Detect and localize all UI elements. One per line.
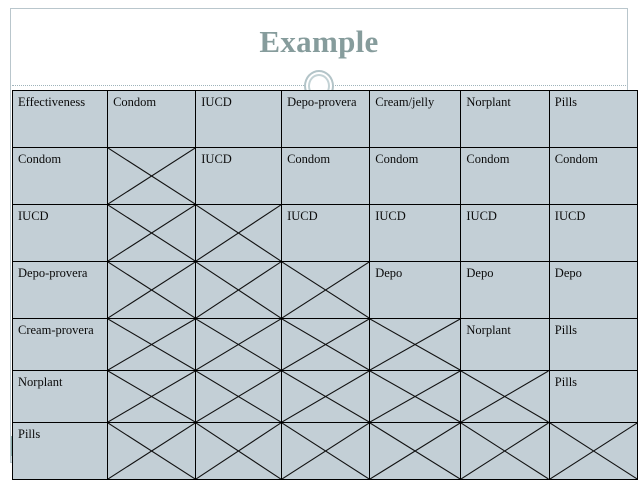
cross-out-icon	[461, 423, 548, 479]
cross-out-icon	[108, 371, 195, 422]
matrix-cell-crossed	[107, 370, 197, 423]
matrix-cell: Depo	[548, 261, 638, 319]
cross-out-icon	[461, 371, 548, 422]
matrix-cell: IUCD	[460, 204, 550, 262]
cross-out-icon	[108, 148, 195, 204]
matrix-cell: IUCD	[369, 204, 462, 262]
row-header-cell: Effectiveness	[11, 90, 109, 148]
matrix-cell-crossed	[107, 318, 197, 371]
cross-out-icon	[196, 262, 281, 318]
column-header-cell: Pills	[548, 90, 638, 148]
matrix-cell-crossed	[460, 422, 550, 480]
matrix-cell-crossed	[548, 422, 638, 480]
matrix-cell: IUCD	[195, 147, 283, 205]
cross-out-icon	[282, 371, 369, 422]
matrix-cell-crossed	[107, 422, 197, 480]
cross-out-icon	[196, 423, 281, 479]
cross-out-icon	[108, 262, 195, 318]
row-header-cell: IUCD	[11, 204, 109, 262]
matrix-cell-crossed	[195, 422, 283, 480]
row-header-cell: Depo-provera	[11, 261, 109, 319]
matrix-cell-crossed	[281, 261, 371, 319]
slide-frame-top	[10, 8, 628, 9]
table-row: Pills	[11, 422, 638, 480]
row-header-cell: Condom	[11, 147, 109, 205]
cross-out-icon	[196, 205, 281, 261]
column-header-cell: IUCD	[195, 90, 283, 148]
matrix-cell: Norplant	[460, 318, 550, 371]
matrix-cell-crossed	[369, 422, 462, 480]
cross-out-icon	[108, 423, 195, 479]
slide-frame-left	[10, 8, 11, 463]
matrix-cell-crossed	[195, 204, 283, 262]
cross-out-icon	[550, 423, 637, 479]
column-header-cell: Cream/jelly	[369, 90, 462, 148]
cross-out-icon	[108, 205, 195, 261]
row-header-cell: Cream-provera	[11, 318, 109, 371]
column-header-cell: Condom	[107, 90, 197, 148]
matrix-cell: Condom	[369, 147, 462, 205]
cross-out-icon	[282, 262, 369, 318]
cross-out-icon	[196, 319, 281, 370]
matrix-cell-crossed	[369, 318, 462, 371]
matrix-cell-crossed	[107, 261, 197, 319]
column-header-cell: Norplant	[460, 90, 550, 148]
matrix-cell-crossed	[460, 370, 550, 423]
column-header-cell: Depo-provera	[281, 90, 371, 148]
matrix-cell-crossed	[369, 370, 462, 423]
matrix-cell: IUCD	[548, 204, 638, 262]
matrix-cell: Condom	[548, 147, 638, 205]
row-header-cell: Norplant	[11, 370, 109, 423]
cross-out-icon	[282, 319, 369, 370]
matrix-cell-crossed	[281, 370, 371, 423]
matrix-cell: Depo	[460, 261, 550, 319]
matrix-cell: Pills	[548, 370, 638, 423]
row-header-cell: Pills	[11, 422, 109, 480]
slide-title: Example	[259, 24, 379, 59]
cross-out-icon	[370, 371, 460, 422]
matrix-cell-crossed	[195, 370, 283, 423]
matrix-cell-crossed	[107, 147, 197, 205]
matrix-cell-crossed	[195, 261, 283, 319]
matrix-cell-crossed	[281, 422, 371, 480]
cross-out-icon	[282, 423, 369, 479]
matrix-cell: Condom	[460, 147, 550, 205]
matrix-cell-crossed	[107, 204, 197, 262]
matrix-cell: Depo	[369, 261, 462, 319]
matrix-cell: Pills	[548, 318, 638, 371]
cross-out-icon	[370, 423, 460, 479]
matrix-cell: IUCD	[281, 204, 371, 262]
matrix-cell-crossed	[195, 318, 283, 371]
matrix-cell: Condom	[281, 147, 371, 205]
table-row: Norplant Pills	[11, 370, 638, 423]
cross-out-icon	[108, 319, 195, 370]
cross-out-icon	[196, 371, 281, 422]
cross-out-icon	[370, 319, 460, 370]
matrix-cell-crossed	[281, 318, 371, 371]
